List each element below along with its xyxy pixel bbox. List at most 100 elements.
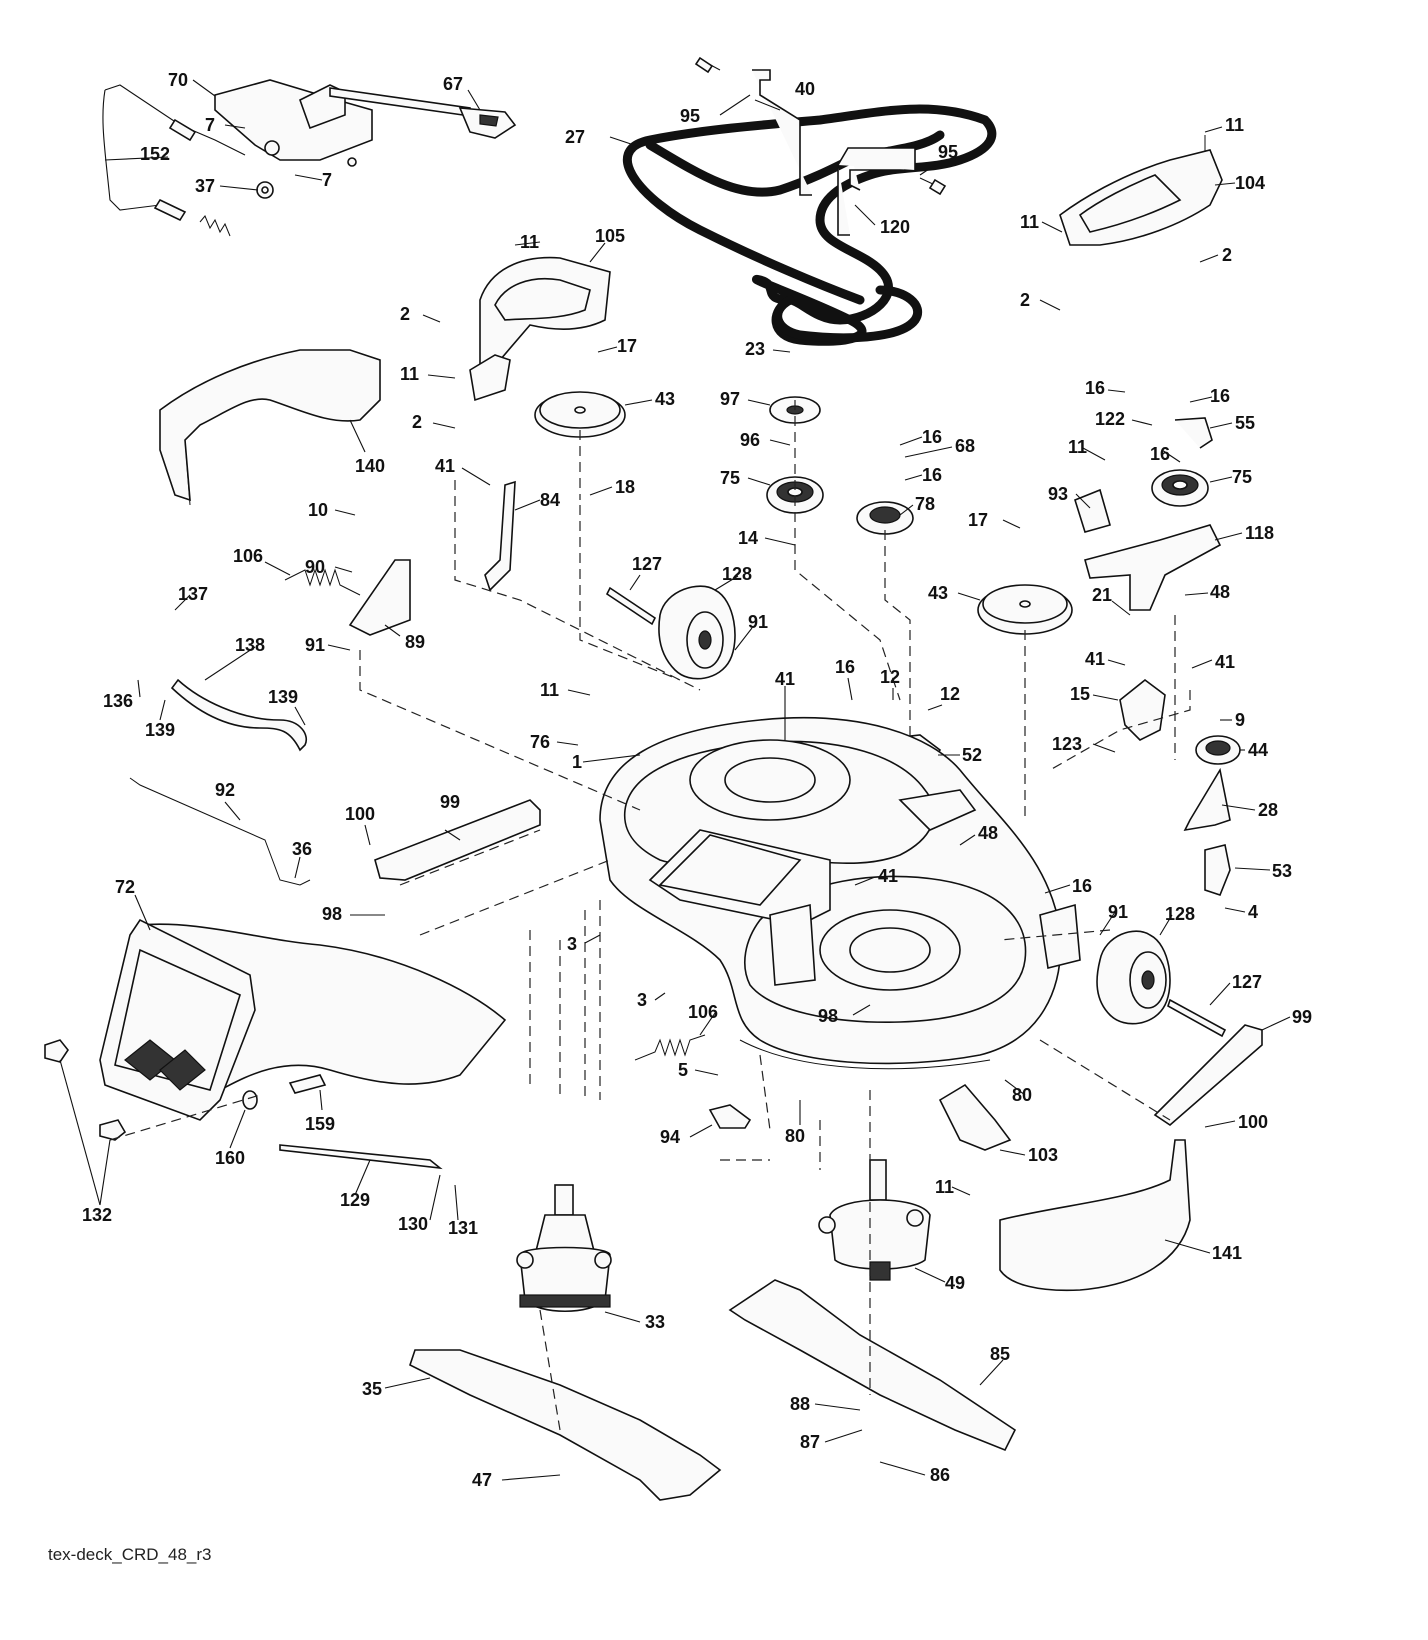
part-callouts: 70 67 7 7 152 37 95 40 27 95 120 11 104 … bbox=[82, 70, 1312, 1490]
bracket-53 bbox=[1204, 844, 1231, 896]
callout-68: 68 bbox=[955, 436, 975, 456]
callout-99a: 99 bbox=[440, 792, 460, 812]
bracket-15 bbox=[1119, 678, 1166, 741]
callout-16d: 16 bbox=[1210, 386, 1230, 406]
idler-arm-bracket bbox=[1074, 417, 1222, 611]
callout-15: 15 bbox=[1070, 684, 1090, 704]
callout-85: 85 bbox=[990, 1344, 1010, 1364]
callout-27: 27 bbox=[565, 127, 585, 147]
callout-104: 104 bbox=[1235, 173, 1265, 193]
callout-36: 36 bbox=[292, 839, 312, 859]
callout-11b: 11 bbox=[1020, 212, 1039, 232]
callout-98b: 98 bbox=[818, 1006, 838, 1026]
callout-129: 129 bbox=[340, 1190, 370, 1210]
callout-96: 96 bbox=[740, 430, 760, 450]
callout-138: 138 bbox=[235, 635, 265, 655]
callout-139a: 139 bbox=[145, 720, 175, 740]
belt-shield-right bbox=[1059, 135, 1223, 246]
callout-16f: 16 bbox=[835, 657, 855, 677]
callout-16c: 16 bbox=[1085, 378, 1105, 398]
callout-140: 140 bbox=[355, 456, 385, 476]
callout-41b: 41 bbox=[775, 669, 795, 689]
callout-2a: 2 bbox=[1222, 245, 1232, 265]
callout-47: 47 bbox=[472, 1470, 492, 1490]
callout-37: 37 bbox=[195, 176, 215, 196]
rod-92 bbox=[129, 777, 311, 886]
callout-76: 76 bbox=[530, 732, 550, 752]
callout-35: 35 bbox=[362, 1379, 382, 1399]
callout-131: 131 bbox=[448, 1218, 478, 1238]
callout-89: 89 bbox=[405, 632, 425, 652]
callout-100b: 100 bbox=[1238, 1112, 1268, 1132]
rod-129 bbox=[279, 1144, 443, 1170]
callout-18: 18 bbox=[615, 477, 635, 497]
bracket-94 bbox=[708, 1104, 752, 1129]
lift-arm-84 bbox=[484, 480, 516, 592]
callout-127a: 127 bbox=[632, 554, 662, 574]
callout-41e: 41 bbox=[878, 866, 898, 886]
callout-93: 93 bbox=[1048, 484, 1068, 504]
callout-75a: 75 bbox=[720, 468, 740, 488]
spindle-housing-left bbox=[516, 1184, 612, 1313]
callout-41a: 41 bbox=[435, 456, 455, 476]
callout-78: 78 bbox=[915, 494, 935, 514]
callout-11c: 11 bbox=[520, 232, 539, 252]
callout-48b: 48 bbox=[978, 823, 998, 843]
callout-2b: 2 bbox=[1020, 290, 1030, 310]
callout-55: 55 bbox=[1235, 413, 1255, 433]
diagram-caption: tex-deck_CRD_48_r3 bbox=[48, 1545, 212, 1564]
callout-23: 23 bbox=[745, 339, 765, 359]
callout-106a: 106 bbox=[233, 546, 263, 566]
callout-16a: 16 bbox=[922, 427, 942, 447]
callout-16b: 16 bbox=[922, 465, 942, 485]
callout-7a: 7 bbox=[205, 115, 215, 135]
callout-11e: 11 bbox=[1068, 437, 1087, 457]
callout-136: 136 bbox=[103, 691, 133, 711]
callout-9: 9 bbox=[1235, 710, 1245, 730]
callout-11a: 11 bbox=[1225, 115, 1244, 135]
callout-5: 5 bbox=[678, 1060, 688, 1080]
shift-linkage-assembly bbox=[214, 79, 517, 167]
callout-17b: 17 bbox=[968, 510, 988, 530]
spring-106-upper bbox=[284, 568, 361, 596]
callout-159: 159 bbox=[305, 1114, 335, 1134]
callout-95a: 95 bbox=[680, 106, 700, 126]
callout-40: 40 bbox=[795, 79, 815, 99]
callout-99b: 99 bbox=[1292, 1007, 1312, 1027]
bracket-28 bbox=[1183, 767, 1231, 832]
callout-120: 120 bbox=[880, 217, 910, 237]
assembly-lines bbox=[109, 400, 1191, 1431]
callout-84: 84 bbox=[540, 490, 560, 510]
callout-17a: 17 bbox=[617, 336, 637, 356]
callout-43b: 43 bbox=[928, 583, 948, 603]
callout-95b: 95 bbox=[938, 142, 958, 162]
callout-92: 92 bbox=[215, 780, 235, 800]
idler-pulley-44 bbox=[1195, 735, 1241, 765]
callout-128a: 128 bbox=[722, 564, 752, 584]
leader-lines bbox=[59, 79, 1291, 1481]
callout-41c: 41 bbox=[1085, 649, 1105, 669]
idler-pulley-78 bbox=[856, 501, 914, 535]
deck-lift-cable bbox=[102, 84, 274, 237]
callout-4: 4 bbox=[1248, 902, 1258, 922]
callout-67: 67 bbox=[443, 74, 463, 94]
callout-44: 44 bbox=[1248, 740, 1268, 760]
callout-16g: 16 bbox=[1072, 876, 1092, 896]
gauge-wheel-lower bbox=[1096, 930, 1227, 1038]
gauge-wheel-upper bbox=[605, 585, 736, 680]
callout-91b: 91 bbox=[305, 635, 325, 655]
callout-152: 152 bbox=[140, 144, 170, 164]
callout-91c: 91 bbox=[1108, 902, 1128, 922]
callout-137: 137 bbox=[178, 584, 208, 604]
blade-right bbox=[728, 1279, 1017, 1452]
callout-11f: 11 bbox=[540, 680, 559, 700]
callout-3a: 3 bbox=[567, 934, 577, 954]
callout-21: 21 bbox=[1092, 585, 1112, 605]
pulley-43-left bbox=[534, 391, 626, 438]
callout-80a: 80 bbox=[1012, 1085, 1032, 1105]
callout-11g: 11 bbox=[935, 1177, 954, 1197]
callout-87: 87 bbox=[800, 1432, 820, 1452]
callout-141: 141 bbox=[1212, 1243, 1242, 1263]
pulley-43-right bbox=[977, 584, 1073, 635]
